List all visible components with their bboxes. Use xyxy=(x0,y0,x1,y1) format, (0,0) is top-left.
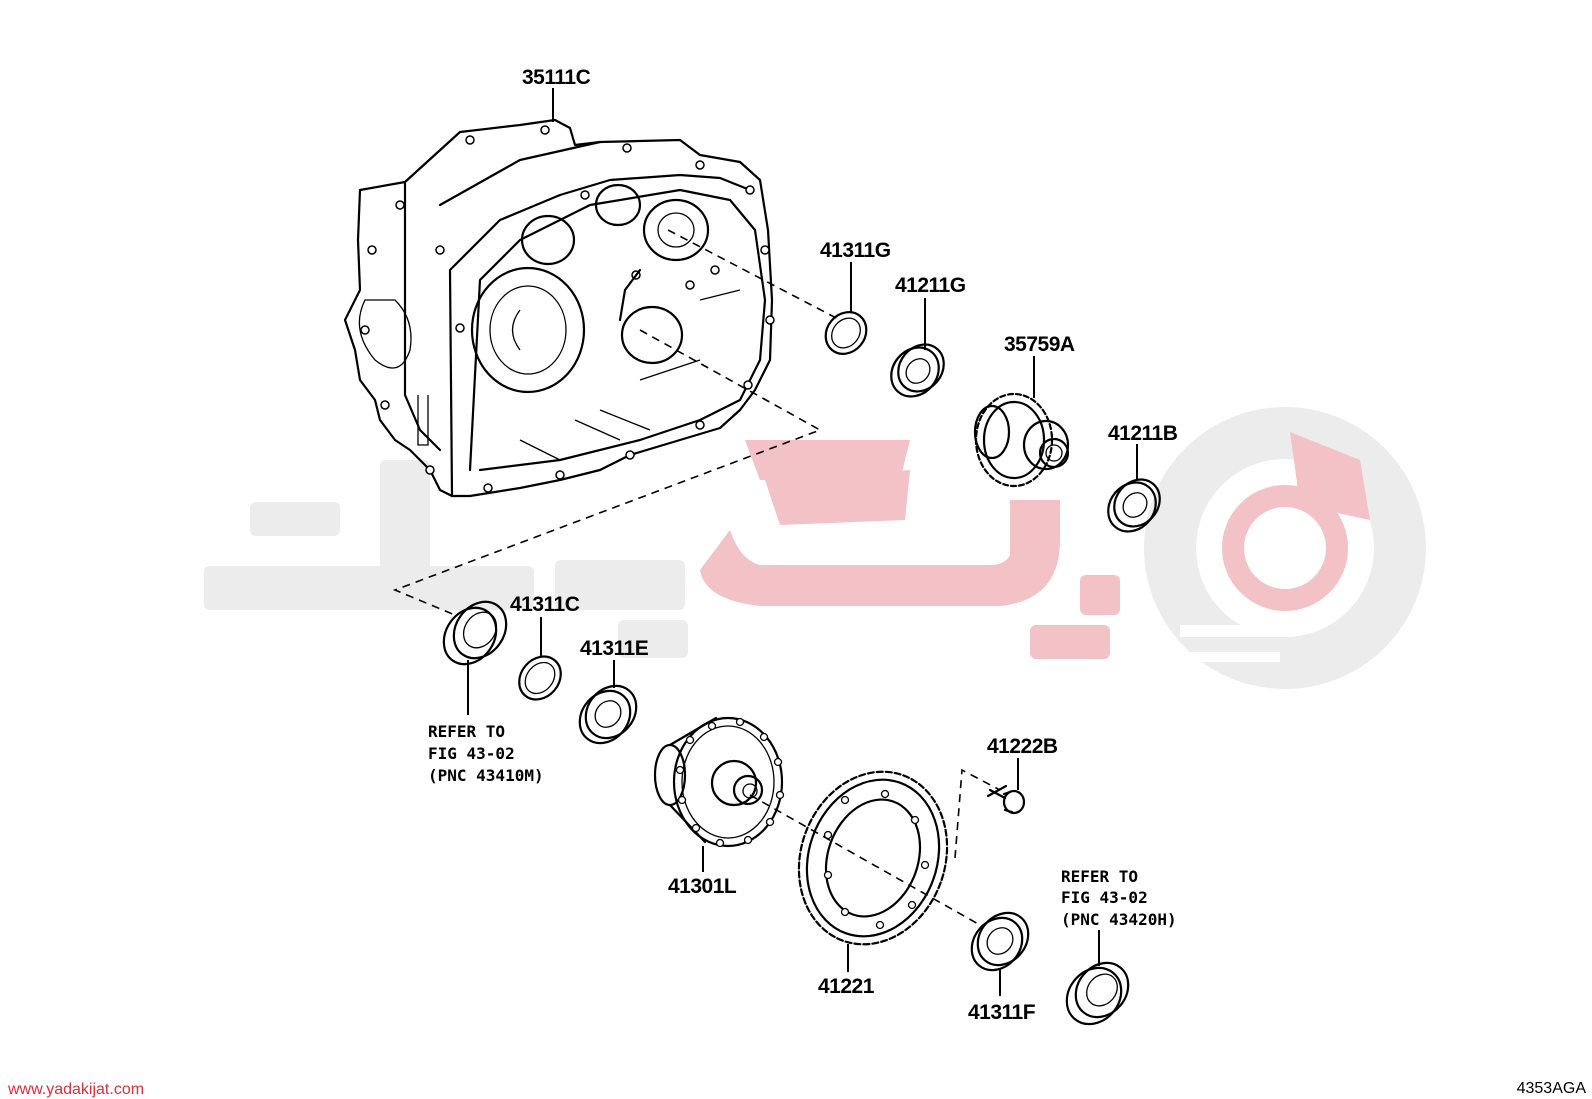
label-41221: 41221 xyxy=(818,975,875,998)
assembly-guide-lines xyxy=(392,229,1001,926)
label-41222b: 41222B xyxy=(987,735,1058,758)
bearing-41211g[interactable] xyxy=(881,335,953,406)
svg-text:(PNC 43420H): (PNC 43420H) xyxy=(1061,910,1177,929)
label-41311c: 41311C xyxy=(510,593,580,616)
diagram-code: 4353AGA xyxy=(1517,1080,1587,1097)
oil-seal-ref-43420h[interactable] xyxy=(1056,952,1139,1035)
label-35759a: 35759A xyxy=(1004,333,1075,356)
website-link[interactable]: www.yadakijat.com xyxy=(7,1081,144,1098)
reference-note-43410m: REFER TO FIG 43-02 (PNC 43410M) xyxy=(428,722,544,785)
label-41301l: 41301L xyxy=(668,875,737,898)
label-41311g: 41311G xyxy=(820,239,891,262)
bolt-41222b[interactable] xyxy=(986,784,1026,815)
part-labels: 35111C 41311G 41211G 35759A 41211B 41311… xyxy=(510,66,1178,1024)
oil-seal-ref-43410m[interactable] xyxy=(433,592,517,675)
svg-text:FIG 43-02: FIG 43-02 xyxy=(1061,888,1148,907)
label-35111c: 35111C xyxy=(522,66,591,89)
leader-lines xyxy=(467,88,1138,996)
label-41311f: 41311F xyxy=(968,1001,1036,1024)
watermark-logo xyxy=(204,407,1426,689)
svg-text:(PNC 43410M): (PNC 43410M) xyxy=(428,766,544,785)
svg-text:FIG 43-02: FIG 43-02 xyxy=(428,744,515,763)
svg-text:REFER TO: REFER TO xyxy=(1061,867,1138,886)
bearing-41211b[interactable] xyxy=(1098,470,1169,541)
reference-note-43420h: REFER TO FIG 43-02 (PNC 43420H) xyxy=(1061,867,1177,929)
label-41211b: 41211B xyxy=(1108,422,1178,445)
svg-text:REFER TO: REFER TO xyxy=(428,722,505,741)
differential-case-41301l[interactable] xyxy=(653,716,785,848)
label-41211g: 41211G xyxy=(895,274,966,297)
transaxle-housing-35111c[interactable] xyxy=(343,118,775,498)
bearing-41311f[interactable] xyxy=(961,903,1038,980)
pinion-gear-35759a[interactable] xyxy=(973,392,1070,488)
bearing-41311e[interactable] xyxy=(569,676,646,753)
race-ring-41311c[interactable] xyxy=(511,648,570,708)
label-41311e: 41311E xyxy=(580,637,649,660)
ring-gear-41221[interactable] xyxy=(775,751,971,966)
race-ring-41311g[interactable] xyxy=(817,304,874,362)
